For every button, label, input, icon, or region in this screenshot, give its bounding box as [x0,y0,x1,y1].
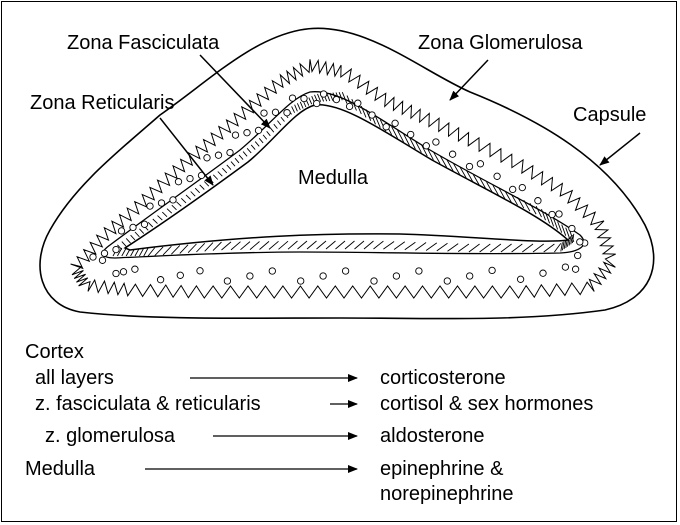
label-medulla: Medulla [298,167,368,189]
glomerulosa-cell [301,95,307,101]
glomerulosa-cell [466,163,472,169]
glomerulosa-cell [408,131,414,137]
glomerulosa-cell [177,272,183,278]
glomerulosa-cell [170,197,176,203]
glomerulosa-cell [477,161,483,167]
glomerulosa-cell [141,221,147,227]
glomerulosa-cell [519,184,525,190]
glomerulosa-cell [572,266,578,272]
glomerulosa-cell [577,239,583,245]
legend-source-glomerulosa: z. glomerulosa [45,425,175,447]
glomerulosa-cell [467,273,473,279]
glomerulosa-cell [269,268,275,274]
glomerulosa-cell [247,273,253,279]
glomerulosa-cell [147,203,153,209]
glomerulosa-cell [489,267,495,273]
glomerulosa-cell [392,120,398,126]
glomerulosa-cell [204,155,210,161]
label-zona-reticularis: Zona Reticularis [30,92,175,114]
glomerulosa-cell [575,252,581,258]
legend-heading: Cortex [25,341,84,363]
glomerulosa-cell [197,268,203,274]
glomerulosa-cell [113,246,119,252]
legend-product-corticosterone: corticosterone [380,367,506,389]
glomerulosa-cell [113,270,119,276]
glomerulosa-cell [314,100,320,106]
glomerulosa-cell [158,200,164,206]
glomerulosa-cell [261,110,267,116]
glomerulosa-cell [298,278,304,284]
glomerulosa-cell [99,257,105,263]
reticularis-arrow [160,118,213,185]
glomerulosa-cell [255,127,261,133]
glomerulosa-cell [232,132,238,138]
glomerulosa-cell [227,149,233,155]
glomerulosa-cell [449,151,455,157]
glomerulosa-cell [272,109,278,115]
glomerulosa-cell [393,273,399,279]
legend-source-all-layers: all layers [35,367,114,389]
glomerulosa-cell [383,124,389,130]
glomerulosa-cell [416,268,422,274]
glomerulosa-cell [130,224,136,230]
glomerulosa-cell [423,143,429,149]
glomerulosa-cell [118,228,124,234]
glomerulosa-cell [284,110,290,116]
glomerulosa-cell [433,139,439,145]
label-zona-fasciculata: Zona Fasciculata [67,32,219,54]
glomerulosa-cell [371,278,377,284]
glomerulosa-cell [175,179,181,185]
glomerulosa-cell [517,276,523,282]
glomerulosa-cell [90,254,96,260]
glomerulosa-cell [289,95,295,101]
glomerulosa-cell [549,211,555,217]
glomerulosa-cell [444,278,450,284]
glomerulosa-cell [342,268,348,274]
legend-product-norepinephrine: norepinephrine [380,483,513,505]
glomerulosa-cell [346,103,352,109]
glomerulosa-cell [562,264,568,270]
glomerulosa-cell [540,270,546,276]
glomerulosa-cell [333,96,339,102]
legend-product-epinephrine: epinephrine & [380,458,503,480]
legend-product-aldosterone: aldosterone [380,425,485,447]
glomerulosa-cell [224,278,230,284]
glomerulosa-cell [556,211,562,217]
glomerulosa-cell [120,269,126,275]
glomerulosa-cell [369,112,375,118]
legend-source-fasciculata-reticularis: z. fasciculata & reticularis [35,393,261,415]
glomerulosa-cell [101,250,107,256]
glomerulosa-cell [535,198,541,204]
glomerulosa-cell [320,91,326,97]
glomerulosa-arrow [450,60,488,100]
glomerulosa-cell [510,186,516,192]
glomerulosa-cell [244,130,250,136]
label-zona-glomerulosa: Zona Glomerulosa [418,32,583,54]
glomerulosa-cell [355,100,361,106]
glomerulosa-cell [320,273,326,279]
glomerulosa-cell [157,277,163,283]
label-capsule: Capsule [573,104,646,126]
legend-source-medulla: Medulla [25,458,95,480]
glomerulosa-cell [569,225,575,231]
glomerulosa-cell [494,173,500,179]
glomerulosa-cell [187,175,193,181]
glomerulosa-cell [215,152,221,158]
capsule-arrow [600,133,640,165]
glomerulosa-cell [132,266,138,272]
legend-product-cortisol: cortisol & sex hormones [380,393,593,415]
